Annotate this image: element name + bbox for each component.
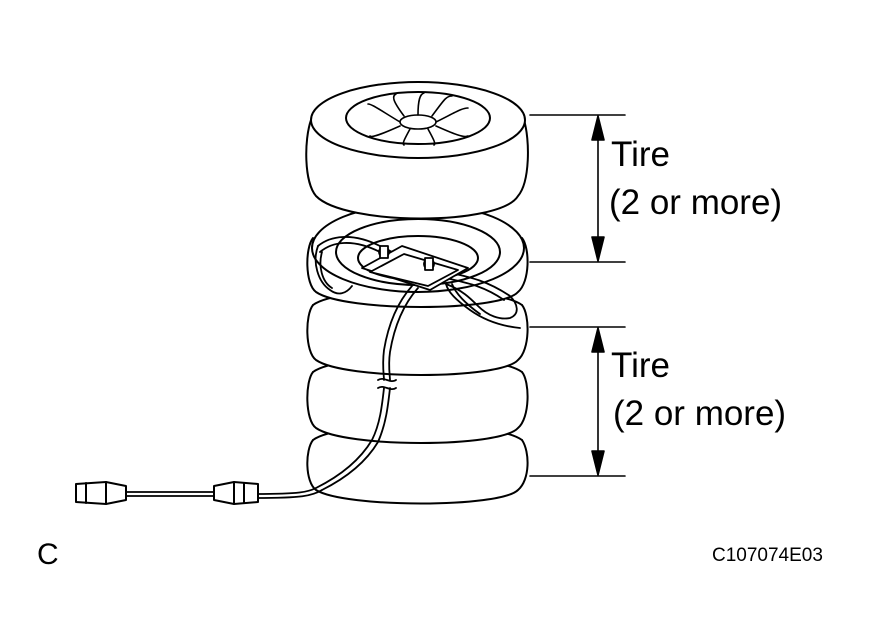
antenna-module (361, 245, 469, 291)
lower-dimension-label-line2: (2 or more) (613, 394, 787, 433)
upper-dimension-label-line2: (2 or more) (609, 183, 783, 222)
antenna-cable (125, 285, 419, 499)
corner-letter: C (37, 538, 59, 571)
lower-dimension-lines (529, 326, 626, 477)
wheel-spokes (367, 92, 469, 146)
upper-dimension-label-line1: Tire (611, 135, 670, 174)
cable-connector-right (213, 481, 259, 505)
cable-connector-left (75, 481, 127, 505)
figure-code: C107074E03 (712, 545, 823, 566)
lower-dimension-label-line1: Tire (611, 346, 670, 385)
tire-3 (306, 289, 529, 376)
upper-dimension-lines (529, 114, 626, 263)
tire-top (305, 81, 529, 220)
